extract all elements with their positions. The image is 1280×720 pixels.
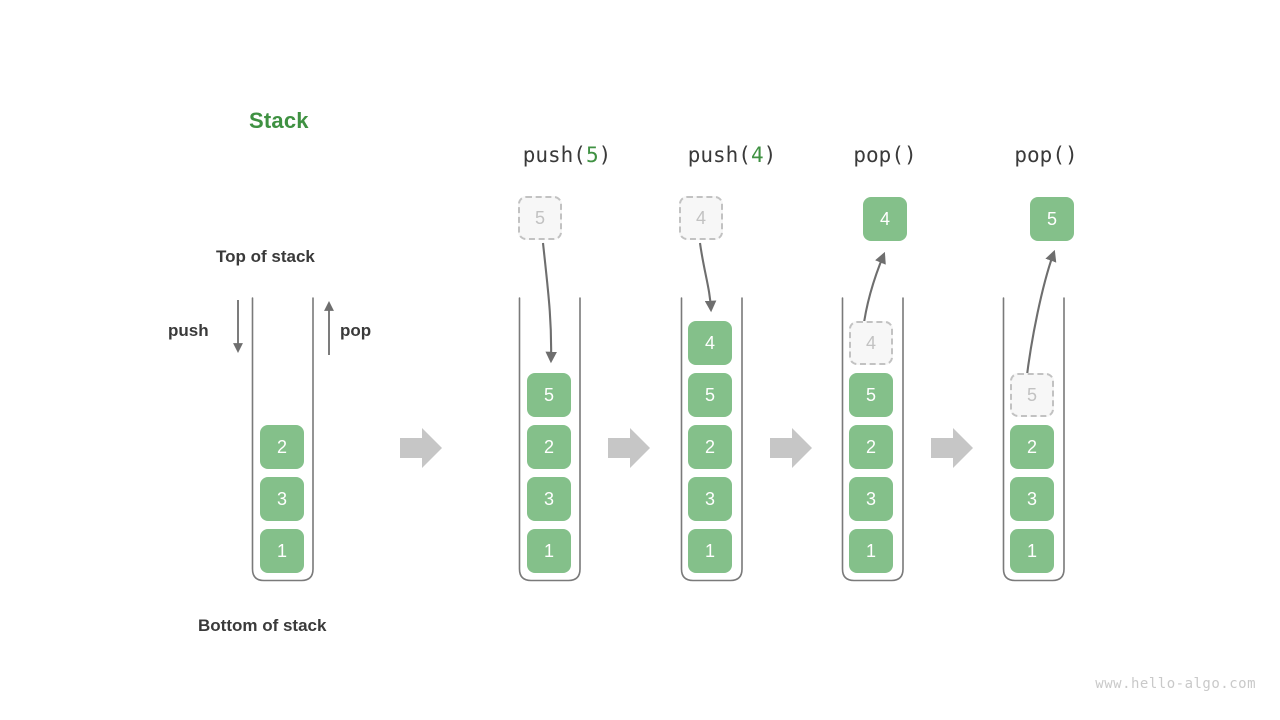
stack-cell: 5 (527, 373, 571, 417)
top-of-stack-label: Top of stack (216, 247, 315, 266)
motion-arrow-push-4 (698, 242, 717, 313)
stack-cell: 1 (849, 529, 893, 573)
stack-cell: 4 (688, 321, 732, 365)
stack-cell: 5 (688, 373, 732, 417)
op-header-pop-1: pop() (853, 143, 916, 167)
step-arrow-4 (931, 428, 973, 468)
stack-cell: 3 (527, 477, 571, 521)
op-header-full: pop() (1014, 143, 1078, 167)
op-header-prefix: push( (687, 143, 751, 167)
stack-cell: 3 (688, 477, 732, 521)
op-header-arg: 5 (585, 143, 599, 167)
watermark: www.hello-algo.com (1095, 676, 1256, 692)
incoming-ghost-cell: 5 (518, 196, 562, 240)
motion-arrow-pop-5 (1024, 249, 1057, 384)
stack-ghost-cell: 4 (849, 321, 893, 365)
stack-cell: 2 (849, 425, 893, 469)
op-header-arg: 4 (750, 143, 764, 167)
op-header-suffix: ) (598, 143, 612, 167)
motion-arrow-push-5 (541, 242, 557, 364)
stack-cell: 2 (527, 425, 571, 469)
step-arrow-3 (770, 428, 812, 468)
incoming-ghost-cell: 4 (679, 196, 723, 240)
page-title: Stack (249, 108, 309, 133)
stack-ghost-cell: 5 (1010, 373, 1054, 417)
step-arrow-1 (400, 428, 442, 468)
stack-cell: 5 (849, 373, 893, 417)
pop-label: pop (340, 321, 372, 340)
push-label: push (168, 321, 209, 340)
stack-cell: 3 (849, 477, 893, 521)
stack-cell: 1 (260, 529, 304, 573)
stack-cell: 1 (527, 529, 571, 573)
popped-cell: 5 (1030, 197, 1074, 241)
op-header-push-5: push(5) (523, 143, 612, 167)
op-header-prefix: push( (522, 143, 586, 167)
popped-cell: 4 (863, 197, 907, 241)
bottom-of-stack-label: Bottom of stack (198, 616, 327, 635)
stack-cell: 2 (688, 425, 732, 469)
motion-arrow-pop-4 (861, 251, 886, 331)
op-header-pop-2: pop() (1014, 143, 1077, 167)
op-header-suffix: ) (763, 143, 777, 167)
stack-cell: 3 (1010, 477, 1054, 521)
stack-cell: 1 (688, 529, 732, 573)
stack-cell: 2 (260, 425, 304, 469)
stack-cell: 2 (1010, 425, 1054, 469)
op-header-full: pop() (853, 143, 917, 167)
stack-cell: 1 (1010, 529, 1054, 573)
op-header-push-4: push(4) (688, 143, 777, 167)
step-arrow-2 (608, 428, 650, 468)
stack-cell: 3 (260, 477, 304, 521)
